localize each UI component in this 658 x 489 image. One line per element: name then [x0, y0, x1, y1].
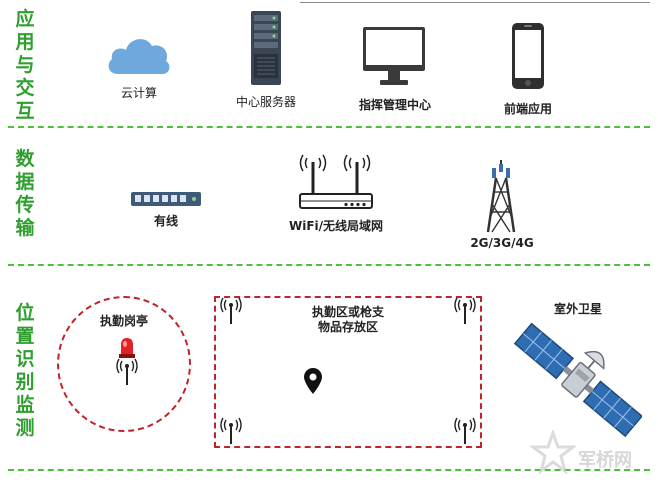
monitor-icon — [363, 27, 425, 85]
alarm-light-icon — [119, 338, 135, 358]
zone-beacon-bottom-right-icon — [454, 417, 476, 444]
zone-beacon-top-right-icon — [454, 297, 476, 324]
booth-zone — [57, 296, 191, 432]
cell-tower-icon — [486, 160, 516, 233]
watermark-text: 军桥网 — [578, 450, 632, 471]
divider-3 — [8, 469, 650, 471]
satellite-icon — [513, 322, 642, 438]
storage-zone — [214, 296, 482, 448]
divider-1 — [8, 126, 650, 128]
zone-beacon-top-left-icon — [220, 297, 242, 324]
monitor-label: 指挥管理中心 — [358, 98, 431, 112]
divider-2 — [8, 264, 650, 266]
switch-icon — [131, 192, 201, 206]
cell-tower-label: 2G/3G/4G — [470, 236, 534, 250]
layer-label-location: 位 置 识 别 监 测 — [15, 302, 35, 439]
router-label: WiFi/无线局域网 — [288, 219, 384, 233]
layer-label-transmission: 数 据 传 输 — [15, 148, 35, 239]
phone-label: 前端应用 — [503, 102, 552, 116]
location-pin-icon — [304, 368, 322, 394]
layer-label-application: 应 用 与 交 互 — [15, 8, 35, 122]
router-icon — [299, 154, 373, 209]
top-border-line — [300, 2, 650, 3]
zone-beacon-bottom-left-icon — [220, 417, 242, 444]
server-label: 中心服务器 — [235, 95, 296, 109]
satellite-label: 室外卫星 — [553, 302, 602, 316]
watermark-star-icon — [530, 430, 576, 475]
booth-beacon-icon — [116, 358, 138, 385]
cloud-label: 云计算 — [120, 86, 157, 100]
phone-icon — [512, 23, 544, 89]
storage-zone-label: 执勤区或枪支 物品存放区 — [311, 305, 384, 334]
switch-label: 有线 — [153, 214, 178, 228]
booth-label: 执勤岗亭 — [99, 314, 148, 328]
server-icon — [251, 11, 281, 85]
cloud-icon — [108, 39, 170, 74]
